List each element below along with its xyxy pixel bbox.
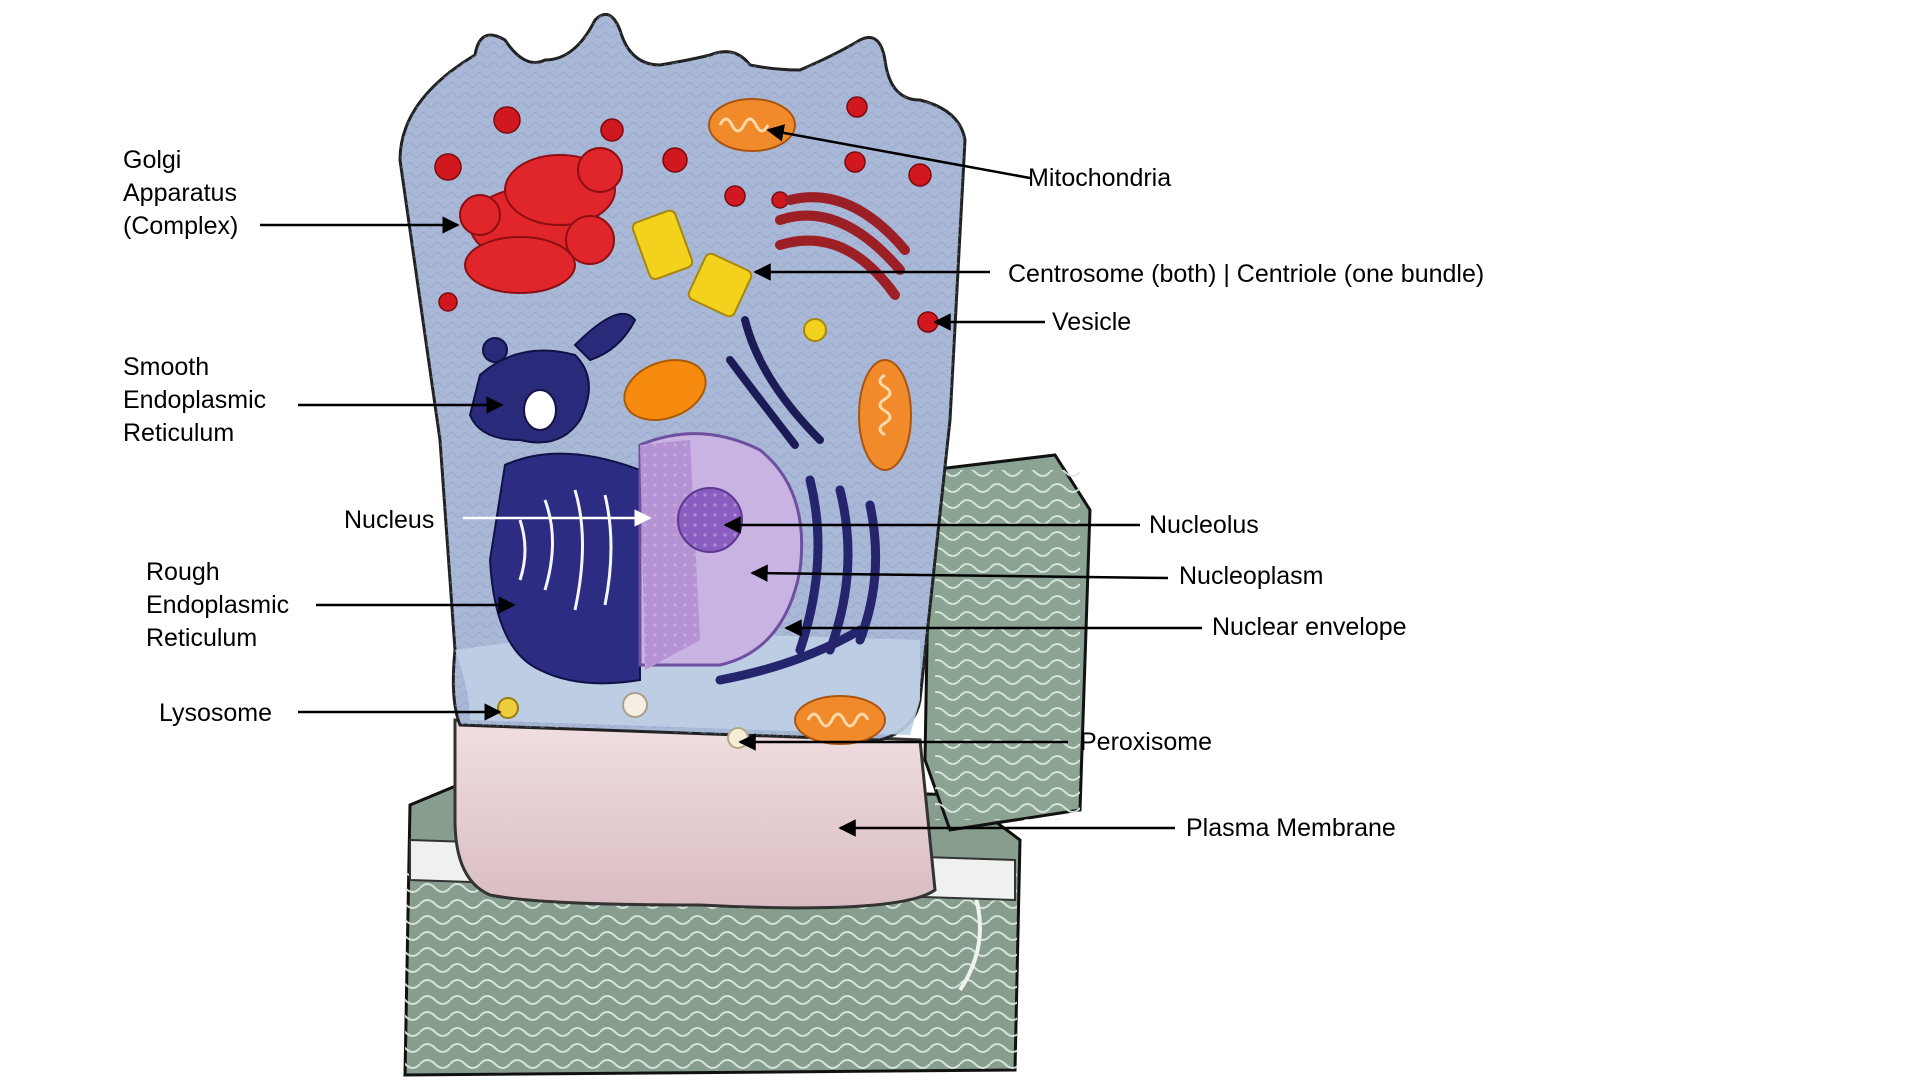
rough-er-left	[488, 452, 641, 685]
label-nucleus-text: Nucleus	[344, 506, 435, 534]
label-rough-er-line2: Endoplasmic	[146, 591, 290, 619]
arrow-mitochondria	[766, 124, 1031, 180]
nucleus	[638, 432, 804, 670]
label-smooth-er: Smooth Endoplasmic Reticulum	[123, 351, 266, 450]
label-centrosome: Centrosome (both) | Centriole (one bundl…	[1008, 258, 1484, 291]
plasma-membrane-shape	[453, 718, 937, 910]
vacuole	[623, 359, 707, 421]
label-rough-er-line3: Reticulum	[146, 624, 258, 652]
label-golgi-line2: Apparatus	[123, 179, 237, 207]
label-rough-er: Rough Endoplasmic Reticulum	[146, 556, 289, 655]
label-mitochondria-text: Mitochondria	[1028, 164, 1172, 192]
label-mitochondria: Mitochondria	[1028, 162, 1171, 195]
label-golgi-line3: (Complex)	[123, 212, 239, 240]
label-nucleus: Nucleus	[344, 504, 434, 537]
label-smooth-er-line3: Reticulum	[123, 419, 235, 447]
label-centrosome-text: Centrosome (both) | Centriole (one bundl…	[1008, 260, 1485, 288]
label-smooth-er-line2: Endoplasmic	[123, 386, 267, 414]
er-red-stack	[775, 192, 910, 300]
label-nuclear-envelope-text: Nuclear envelope	[1212, 613, 1407, 641]
label-peroxisome-text: Peroxisome	[1080, 728, 1212, 756]
peroxisome	[727, 727, 749, 749]
label-vesicle-text: Vesicle	[1052, 308, 1132, 336]
label-plasma-membrane-text: Plasma Membrane	[1186, 814, 1396, 842]
golgi-apparatus	[459, 147, 623, 294]
er-strands	[726, 316, 824, 449]
label-nuclear-envelope: Nuclear envelope	[1212, 611, 1407, 644]
label-vesicle: Vesicle	[1052, 306, 1131, 339]
smooth-er	[468, 312, 637, 444]
label-nucleolus: Nucleolus	[1149, 509, 1259, 542]
label-golgi-line1: Golgi	[123, 146, 182, 174]
lysosome	[497, 697, 519, 719]
leader-arrows	[260, 124, 1202, 837]
label-lysosome: Lysosome	[159, 697, 272, 730]
label-nucleoplasm: Nucleoplasm	[1179, 560, 1324, 593]
white-vesicle	[622, 692, 648, 718]
label-plasma-membrane: Plasma Membrane	[1186, 812, 1396, 845]
label-rough-er-line1: Rough	[146, 558, 220, 586]
red-vesicles	[434, 96, 939, 333]
label-nucleoplasm-text: Nucleoplasm	[1179, 562, 1324, 590]
label-peroxisome: Peroxisome	[1080, 726, 1212, 759]
label-smooth-er-line1: Smooth	[123, 353, 210, 381]
arrow-nucleoplasm	[750, 564, 1169, 582]
label-nucleolus-text: Nucleolus	[1149, 511, 1259, 539]
label-lysosome-text: Lysosome	[159, 699, 273, 727]
centrioles	[631, 209, 827, 342]
label-golgi: Golgi Apparatus (Complex)	[123, 144, 238, 243]
